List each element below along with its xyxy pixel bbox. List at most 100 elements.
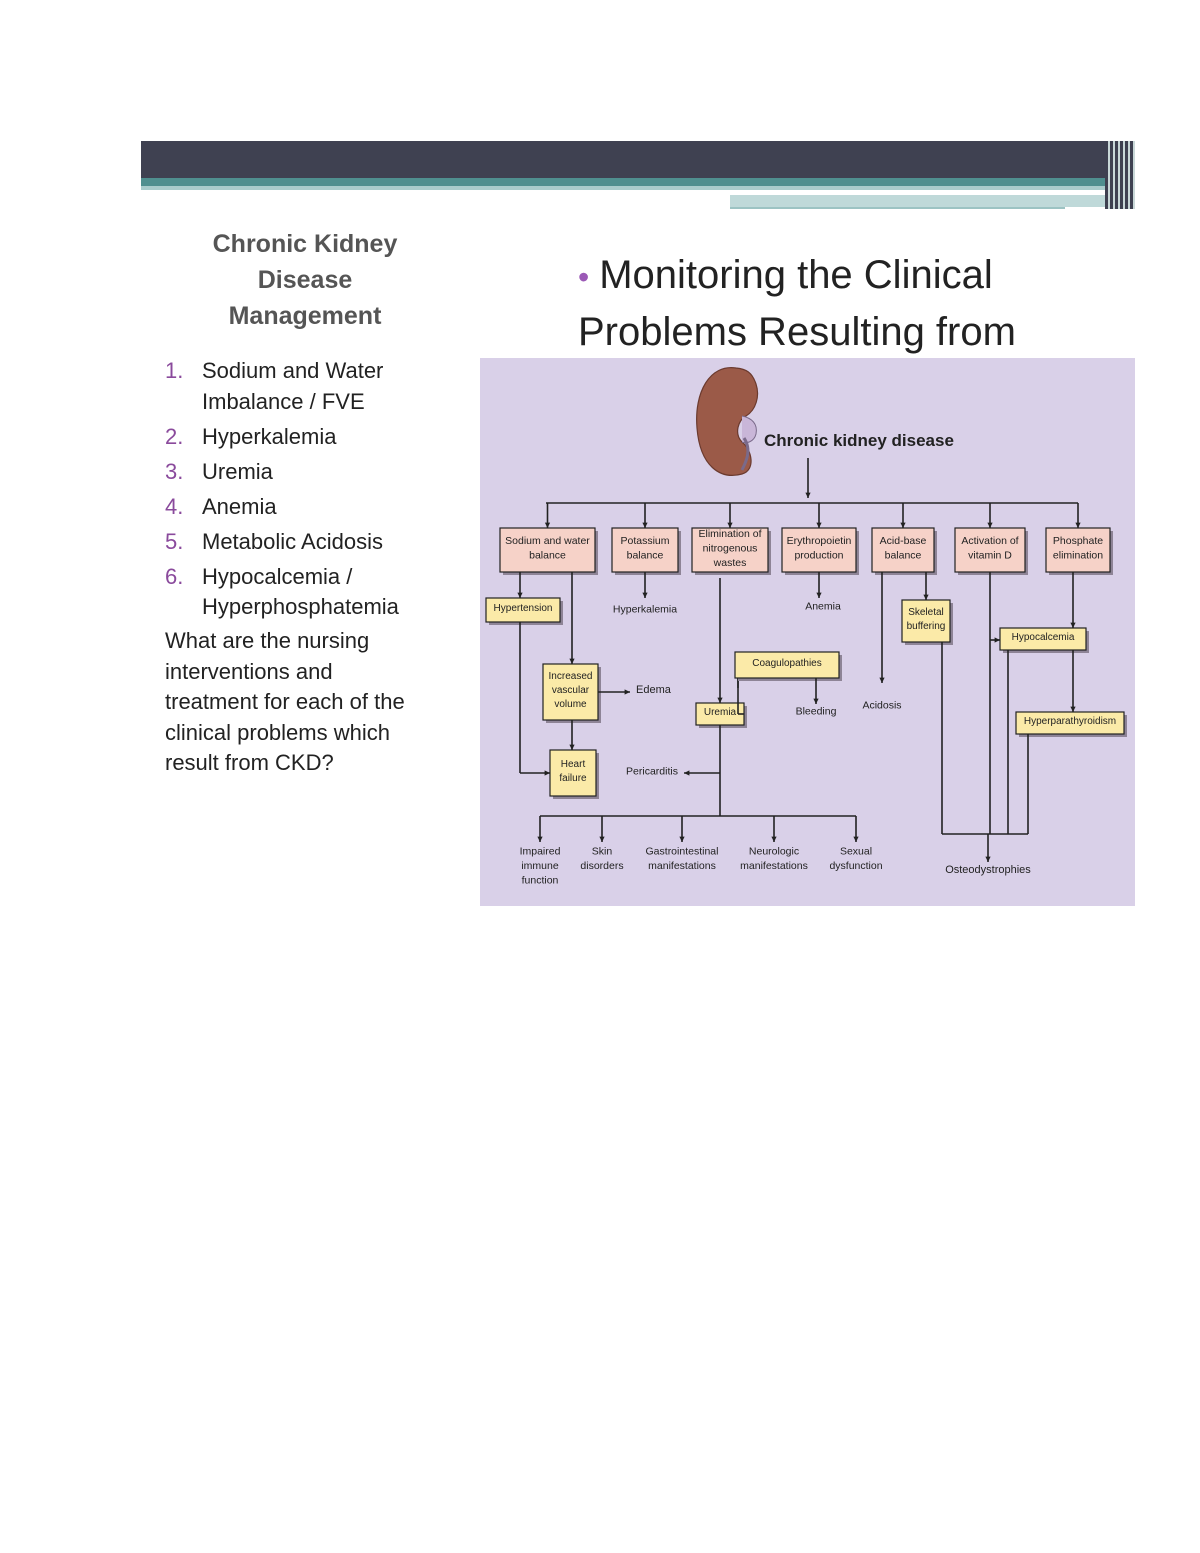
question-line: interventions and [165, 658, 333, 684]
problem-box-hyperparathyroidism [1015, 711, 1125, 735]
sidebar-question: What are the nursing interventions and t… [165, 626, 455, 779]
problem-box-hypocalcemia [999, 627, 1087, 651]
category-box [499, 527, 596, 573]
problem-box-uremia-label: Uremia [704, 707, 737, 718]
question-line: What are the nursing [165, 628, 370, 653]
outcome-label: function [522, 875, 559, 887]
problem-box-skeletal-buffering-label: Skeletal [908, 607, 944, 618]
plain-label-hyperkalemia: Hyperkalemia [613, 604, 677, 616]
slide-header-edge-pattern [1105, 141, 1135, 209]
list-item: 2. Hyperkalemia [165, 422, 399, 453]
arrow-head [544, 770, 550, 776]
outcome-label: disorders [580, 860, 623, 872]
category-box-label: Potassium [620, 535, 669, 547]
category-box-label: Sodium and water [505, 535, 590, 547]
problem-box-heart-failure-label: failure [559, 773, 587, 784]
arrow-head [1070, 706, 1076, 712]
category-box [781, 527, 857, 573]
arrow-head [816, 522, 822, 528]
plain-label-pericarditis: Pericarditis [626, 766, 678, 778]
question-line: clinical problems which [165, 719, 390, 745]
sidebar-title-line: Chronic Kidney [212, 230, 398, 258]
problem-box-skeletal-buffering [901, 599, 951, 643]
arrow-head [987, 522, 993, 528]
arrow-head [985, 856, 991, 862]
problem-box-hypocalcemia-label: Hypocalcemia [1012, 632, 1075, 643]
outcome-label: Skin [592, 846, 613, 858]
category-box-label: production [794, 550, 843, 562]
sidebar-title-line: Disease [257, 266, 353, 294]
problem-box-heart-failure-label: Heart [561, 759, 586, 770]
arrow-head [813, 698, 819, 704]
question-line: treatment for each of the [165, 689, 405, 714]
heading-text: Monitoring the Clinical [599, 253, 993, 297]
ureter-tube-icon [740, 437, 750, 471]
arrow-head [569, 658, 575, 664]
problem-box-hyperparathyroidism-label: Hyperparathyroidism [1024, 716, 1116, 727]
question-line: result from CKD? [165, 750, 334, 775]
outcome-label: manifestations [740, 860, 808, 872]
slide-header-stripe [141, 178, 1105, 186]
category-box [954, 527, 1026, 573]
category-box [691, 527, 769, 573]
list-item: 6. Hypocalcemia / Hyperphosphatemia [165, 562, 399, 623]
arrow-head [544, 522, 551, 528]
list-number: 4. [165, 493, 184, 519]
heading-line: •Monitoring the Clinical [578, 248, 1118, 305]
plain-label-edema: Edema [636, 684, 672, 696]
list-item-text: Hyperkalemia [202, 423, 337, 449]
arrow-head [994, 637, 1000, 643]
category-box-label: Erythropoietin [787, 535, 852, 547]
problem-box-increased-volume-label: vascular [552, 685, 590, 696]
outcome-label: Sexual [840, 846, 872, 858]
arrow-head [642, 592, 648, 598]
slide-header-accent [730, 195, 1105, 207]
problem-box-increased-volume-label: volume [554, 699, 587, 710]
list-item: 5. Metabolic Acidosis [165, 527, 399, 558]
arrow-head [717, 697, 723, 703]
outcome-label: manifestations [648, 860, 716, 872]
problem-box-skeletal-buffering-label: buffering [907, 621, 946, 632]
category-box-label: Phosphate [1053, 535, 1103, 547]
category-box-label: vitamin D [968, 550, 1012, 562]
arrow-head [805, 492, 811, 498]
category-box-label: nitrogenous [703, 542, 758, 554]
plain-label-bleeding: Bleeding [796, 706, 837, 718]
arrow-head [679, 836, 685, 842]
arrow-head [517, 592, 523, 598]
arrow-head [569, 744, 575, 750]
list-item: 3. Uremia [165, 457, 399, 488]
arrow-head [599, 836, 605, 842]
list-item-text: Hypocalcemia / [202, 563, 353, 589]
arrow-head [727, 522, 733, 528]
list-item: 1. Sodium and Water Imbalance / FVE [165, 356, 399, 417]
problem-list: 1. Sodium and Water Imbalance / FVE 2. H… [165, 356, 399, 627]
list-item-text: Hyperphosphatemia [202, 594, 399, 619]
problem-box-coagulopathies-label: Coagulopathies [752, 658, 822, 669]
category-box-label: Activation of [961, 535, 1018, 547]
category-box [871, 527, 935, 573]
sidebar-title: Chronic Kidney Disease Management [180, 226, 430, 334]
plain-label-acidosis: Acidosis [862, 700, 901, 712]
list-item-text: Sodium and Water [202, 358, 384, 383]
arrow-head [771, 836, 777, 842]
category-box-label: Acid-base [880, 535, 927, 547]
outcome-label: Impaired [520, 846, 561, 858]
kidney-icon [696, 367, 759, 476]
arrow-head [684, 770, 690, 776]
category-box-label: wastes [713, 557, 747, 569]
problem-box-hypertension [485, 597, 561, 623]
arrow-head [1075, 522, 1081, 528]
arrow-head [642, 522, 648, 528]
problem-box-coagulopathies [734, 651, 840, 679]
arrow-head [853, 836, 859, 842]
list-item: 4. Anemia [165, 492, 399, 523]
slide-header-bar [141, 141, 1105, 178]
plain-label-anemia: Anemia [805, 601, 841, 613]
arrow-head [923, 594, 929, 600]
problem-box-hypertension-label: Hypertension [494, 603, 553, 614]
outcome-label: Neurologic [749, 846, 799, 858]
slide-header-accent-line [730, 207, 1065, 209]
list-number: 3. [165, 458, 184, 484]
